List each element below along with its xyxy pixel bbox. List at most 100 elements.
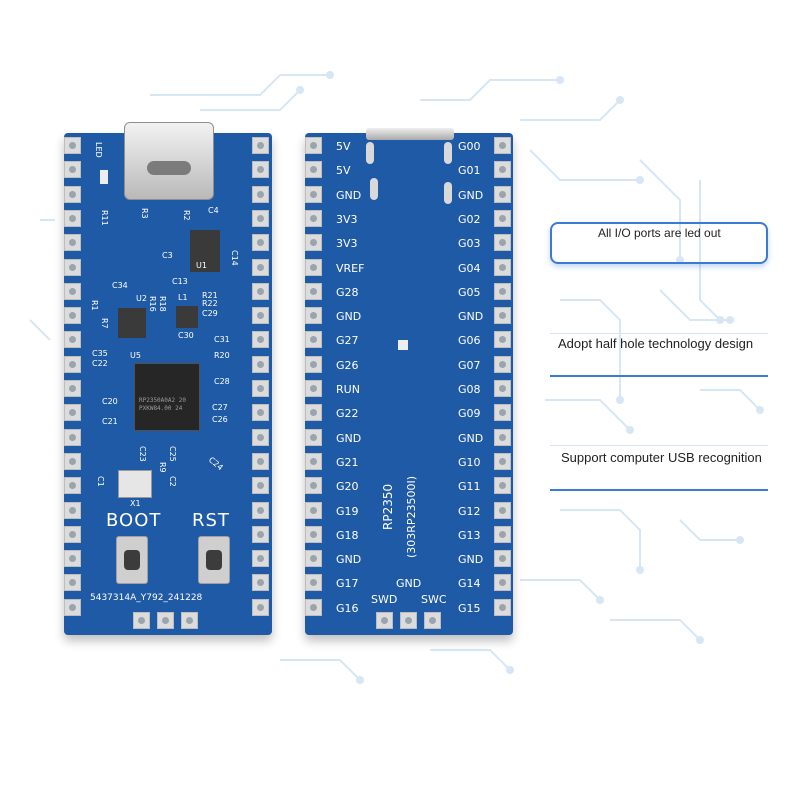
center-test-pad bbox=[398, 340, 408, 350]
led-indicator bbox=[100, 170, 108, 184]
back-right-pin-label: G12 bbox=[458, 505, 481, 518]
pin-pad bbox=[64, 550, 81, 567]
back-right-pin-label: G03 bbox=[458, 237, 481, 250]
back-left-pin-label: 5V bbox=[336, 164, 351, 177]
silk-c4: C4 bbox=[208, 206, 219, 215]
back-left-pin-label: G19 bbox=[336, 505, 359, 518]
pin-pad bbox=[252, 259, 269, 276]
pin-pad bbox=[305, 307, 322, 324]
pin-pad bbox=[305, 526, 322, 543]
back-left-pin-label: G26 bbox=[336, 359, 359, 372]
back-right-pin-label: G08 bbox=[458, 383, 481, 396]
silk-c26: C26 bbox=[212, 415, 228, 424]
back-left-pin-label: VREF bbox=[336, 262, 365, 275]
pin-pad bbox=[494, 283, 511, 300]
callout-usb-recognition-text: Support computer USB recognition bbox=[561, 450, 762, 465]
back-right-pin-label: GND bbox=[458, 432, 484, 445]
back-left-pin-label: G21 bbox=[336, 456, 359, 469]
pin-pad bbox=[64, 356, 81, 373]
back-right-pin-label: GND bbox=[458, 553, 484, 566]
debug-pad bbox=[157, 612, 174, 629]
silk-c21: C21 bbox=[102, 417, 118, 426]
pin-pad bbox=[64, 234, 81, 251]
pin-pad bbox=[305, 477, 322, 494]
pin-pad bbox=[494, 380, 511, 397]
back-left-pin-label: G27 bbox=[336, 334, 359, 347]
back-left-pin-label: GND bbox=[336, 553, 362, 566]
pin-pad bbox=[252, 599, 269, 616]
silk-serial: 5437314A_Y792_241228 bbox=[90, 593, 203, 603]
silk-u2: U2 bbox=[136, 294, 147, 303]
pin-pad bbox=[305, 283, 322, 300]
silk-c25: C25 bbox=[168, 446, 177, 462]
back-right-pin-label: G09 bbox=[458, 407, 481, 420]
chip-marking-line-1: RP2350A0A2 20 bbox=[139, 397, 186, 404]
pin-pad bbox=[305, 502, 322, 519]
crystal-x1 bbox=[118, 470, 152, 498]
pin-pad bbox=[305, 599, 322, 616]
pin-pad bbox=[252, 283, 269, 300]
back-left-pin-label: G17 bbox=[336, 577, 359, 590]
pin-pad bbox=[494, 599, 511, 616]
silk-c3: C3 bbox=[162, 251, 173, 260]
silk-c30: C30 bbox=[178, 331, 194, 340]
silk-c14: C14 bbox=[230, 250, 239, 266]
silk-c35: C35 bbox=[92, 349, 108, 358]
back-left-pin-label: RUN bbox=[336, 383, 360, 396]
back-right-pin-label: G15 bbox=[458, 602, 481, 615]
silk-c23: C23 bbox=[138, 446, 147, 462]
usb-shield-pad-left bbox=[366, 142, 374, 164]
back-right-pin-label: G07 bbox=[458, 359, 481, 372]
back-right-pin-label: GND bbox=[458, 310, 484, 323]
pin-pad bbox=[494, 453, 511, 470]
pin-pad bbox=[252, 234, 269, 251]
back-right-pin-label: G14 bbox=[458, 577, 481, 590]
back-right-pin-label: G00 bbox=[458, 140, 481, 153]
pin-pad bbox=[64, 161, 81, 178]
pin-pad bbox=[494, 137, 511, 154]
silk-r3: R3 bbox=[140, 208, 149, 219]
swc-pad bbox=[424, 612, 441, 629]
pin-pad bbox=[305, 186, 322, 203]
silk-r21: R21 bbox=[202, 291, 218, 300]
pin-pad bbox=[494, 186, 511, 203]
back-left-pin-label: G18 bbox=[336, 529, 359, 542]
pin-pad bbox=[305, 574, 322, 591]
pin-pad bbox=[252, 210, 269, 227]
back-left-pin-label: 5V bbox=[336, 140, 351, 153]
back-right-pin-label: G02 bbox=[458, 213, 481, 226]
silk-r20: R20 bbox=[214, 351, 230, 360]
pin-pad bbox=[494, 356, 511, 373]
silk-c2: C2 bbox=[168, 476, 177, 487]
usb-c-connector bbox=[124, 122, 214, 200]
back-left-pin-label: 3V3 bbox=[336, 213, 358, 226]
pin-pad bbox=[64, 380, 81, 397]
usb-shield-pad-right bbox=[444, 142, 452, 164]
back-left-pin-label: GND bbox=[336, 432, 362, 445]
pin-pad bbox=[64, 599, 81, 616]
silk-swd: SWD bbox=[371, 593, 398, 606]
flash-u2 bbox=[118, 308, 146, 338]
back-left-pin-label: GND bbox=[336, 189, 362, 202]
silk-r18: R18 bbox=[158, 296, 167, 312]
silk-c29: C29 bbox=[202, 309, 218, 318]
pin-pad bbox=[64, 429, 81, 446]
pin-pad bbox=[494, 307, 511, 324]
silk-r16: R16 bbox=[148, 296, 157, 312]
pin-pad bbox=[64, 307, 81, 324]
pin-pad bbox=[305, 380, 322, 397]
board-back bbox=[305, 133, 513, 635]
silk-back-gnd: GND bbox=[396, 577, 422, 590]
reset-button bbox=[198, 536, 230, 584]
pin-pad bbox=[252, 331, 269, 348]
pin-pad bbox=[252, 526, 269, 543]
pin-pad bbox=[494, 404, 511, 421]
silk-c34: C34 bbox=[112, 281, 128, 290]
pin-pad bbox=[494, 550, 511, 567]
back-left-pin-label: 3V3 bbox=[336, 237, 358, 250]
silk-r11: R11 bbox=[100, 210, 109, 226]
pin-pad bbox=[305, 331, 322, 348]
inductor-l1 bbox=[176, 306, 198, 328]
silk-r9: R9 bbox=[158, 462, 167, 473]
